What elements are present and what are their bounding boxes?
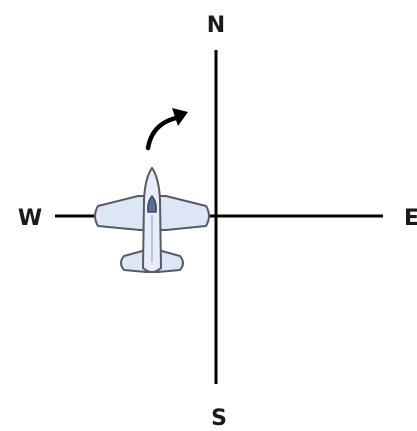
curved-arrow-right-icon — [148, 108, 188, 148]
label-east: E — [404, 206, 417, 231]
airplane-icon — [95, 168, 209, 272]
label-west: W — [18, 206, 42, 231]
label-south: S — [211, 406, 227, 431]
label-north: N — [207, 13, 225, 38]
